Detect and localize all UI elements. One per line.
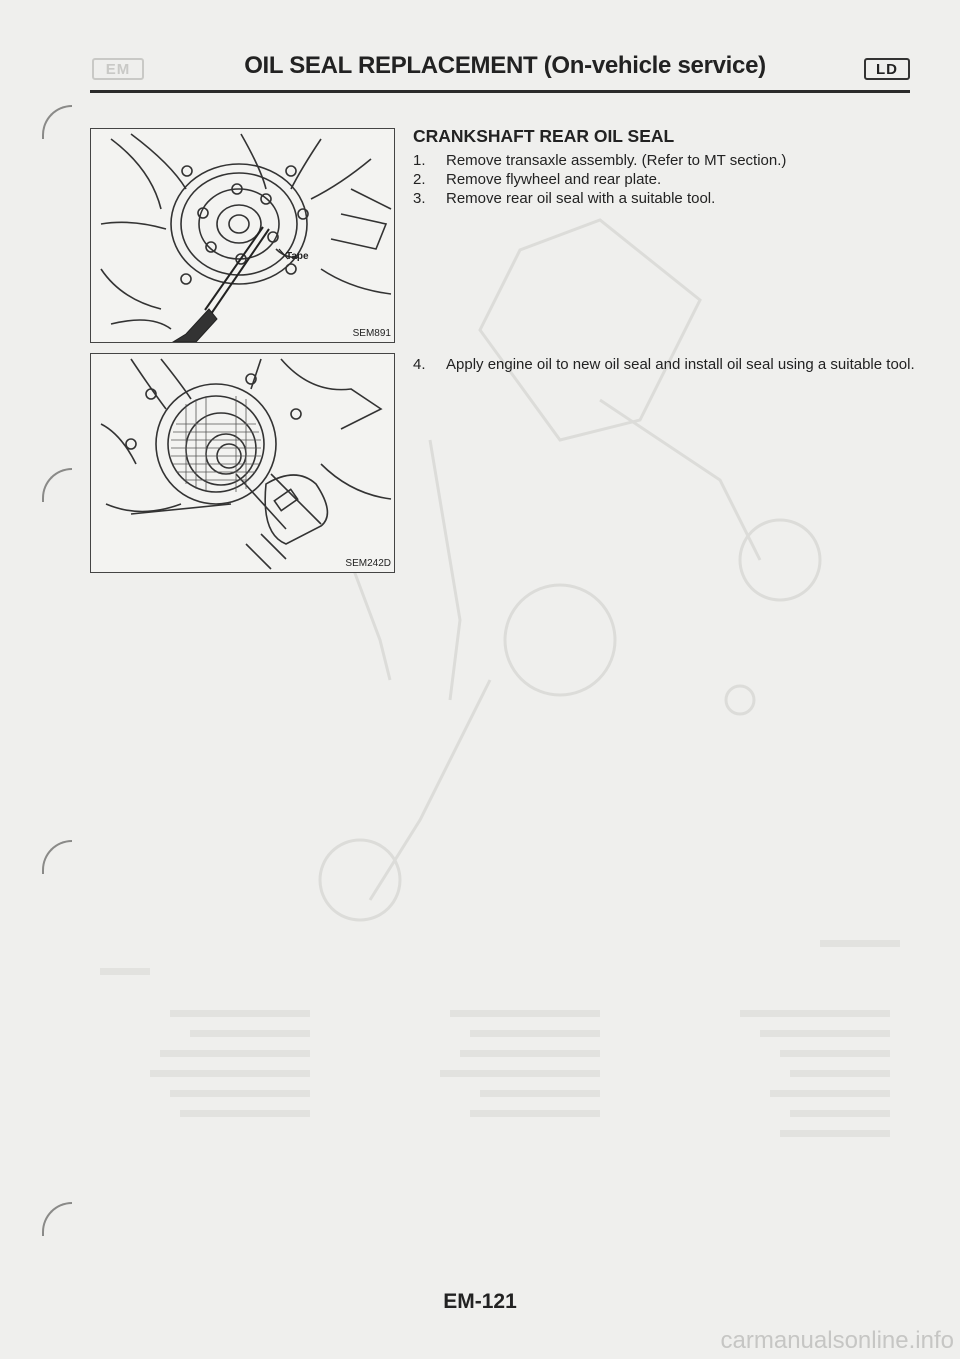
figure-seal-removal: Tape SEM891 [90,128,395,343]
procedure-steps: 4. Apply engine oil to new oil seal and i… [413,355,923,374]
figure-code: SEM242D [345,558,391,569]
step-text: Remove transaxle assembly. (Refer to MT … [446,152,787,169]
header-divider [90,90,910,93]
section-heading: CRANKSHAFT REAR OIL SEAL [413,126,675,146]
seal-removal-illustration [100,133,392,342]
step-text: Remove rear oil seal with a suitable too… [446,190,716,207]
step-item: 1. Remove transaxle assembly. (Refer to M… [413,151,923,170]
watermark: carmanualsonline.info [720,1327,954,1354]
step-text: Apply engine oil to new oil seal and ins… [446,356,915,373]
figure-code: SEM891 [352,328,391,339]
step-number: 1. [413,152,426,169]
binder-hole [42,105,72,139]
step-number: 4. [413,356,426,373]
step-item: 2. Remove flywheel and rear plate. [413,170,923,189]
page-title: OIL SEAL REPLACEMENT (On-vehicle service… [244,52,766,79]
figure-seal-installation: SEM242D [90,353,395,573]
binder-hole [42,468,72,502]
section-tab-em: EM [92,58,144,80]
page-number: EM-121 [443,1290,517,1313]
step-number: 2. [413,171,426,188]
binder-hole [42,1202,72,1236]
tape-callout: Tape [286,251,309,262]
binder-hole [42,840,72,874]
procedure-steps: 1. Remove transaxle assembly. (Refer to M… [413,151,923,208]
section-tab-ld: LD [864,58,910,80]
step-item: 4. Apply engine oil to new oil seal and i… [413,355,923,374]
step-text: Remove flywheel and rear plate. [446,171,662,188]
step-item: 3. Remove rear oil seal with a suitable t… [413,189,923,208]
step-number: 3. [413,190,426,207]
seal-installation-illustration [100,358,392,570]
